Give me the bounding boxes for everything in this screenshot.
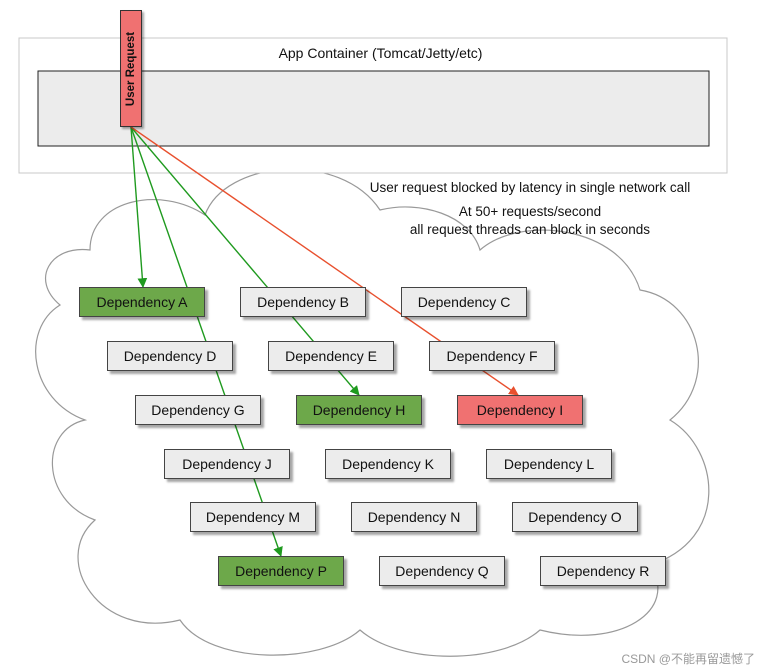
dependency-f: Dependency F <box>429 341 555 371</box>
watermark: CSDN @不能再留遗憾了 <box>621 652 755 666</box>
dependency-c: Dependency C <box>401 287 527 317</box>
user-request-label: User Request <box>125 31 137 106</box>
dependency-i: Dependency I <box>457 395 583 425</box>
annotation-threads: all request threads can block in seconds <box>409 222 651 237</box>
dependency-r: Dependency R <box>540 556 666 586</box>
dependency-b: Dependency B <box>240 287 366 317</box>
annotation-rate: At 50+ requests/second <box>458 204 602 219</box>
dependency-g: Dependency G <box>135 395 261 425</box>
dependency-j: Dependency J <box>164 449 290 479</box>
dependency-l: Dependency L <box>486 449 612 479</box>
dependency-n: Dependency N <box>351 502 477 532</box>
dependency-q: Dependency Q <box>379 556 505 586</box>
dependency-e: Dependency E <box>268 341 394 371</box>
app-container-title: App Container (Tomcat/Jetty/etc) <box>278 45 483 61</box>
dependency-p: Dependency P <box>218 556 344 586</box>
dependency-k: Dependency K <box>325 449 451 479</box>
dependency-o: Dependency O <box>512 502 638 532</box>
user-request-box: User Request <box>120 10 142 127</box>
arrow-to-dependency-a <box>130 126 148 288</box>
app-container-inner <box>37 70 710 147</box>
dependency-m: Dependency M <box>190 502 316 532</box>
dependency-d: Dependency D <box>107 341 233 371</box>
dependency-a: Dependency A <box>79 287 205 317</box>
annotation-blocked: User request blocked by latency in singl… <box>369 180 691 195</box>
dependency-h: Dependency H <box>296 395 422 425</box>
